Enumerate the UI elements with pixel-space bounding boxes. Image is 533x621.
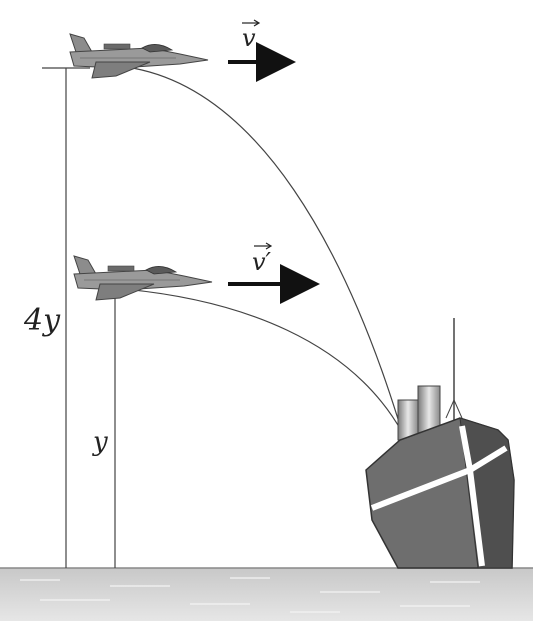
ship-icon xyxy=(365,318,515,569)
svg-text:v: v xyxy=(242,24,256,52)
height-label-top: 4y xyxy=(23,303,61,338)
velocity-label-bottom: v′ xyxy=(252,242,273,276)
velocity-label-top: v xyxy=(242,19,261,52)
height-label-bottom: y xyxy=(92,427,108,457)
fighter-jet-icon xyxy=(69,33,209,79)
svg-text:v′: v′ xyxy=(252,248,272,276)
trajectory-bottom xyxy=(123,288,403,433)
trajectory-top xyxy=(117,65,403,433)
fighter-jet-icon xyxy=(73,255,213,301)
sea xyxy=(0,567,533,621)
